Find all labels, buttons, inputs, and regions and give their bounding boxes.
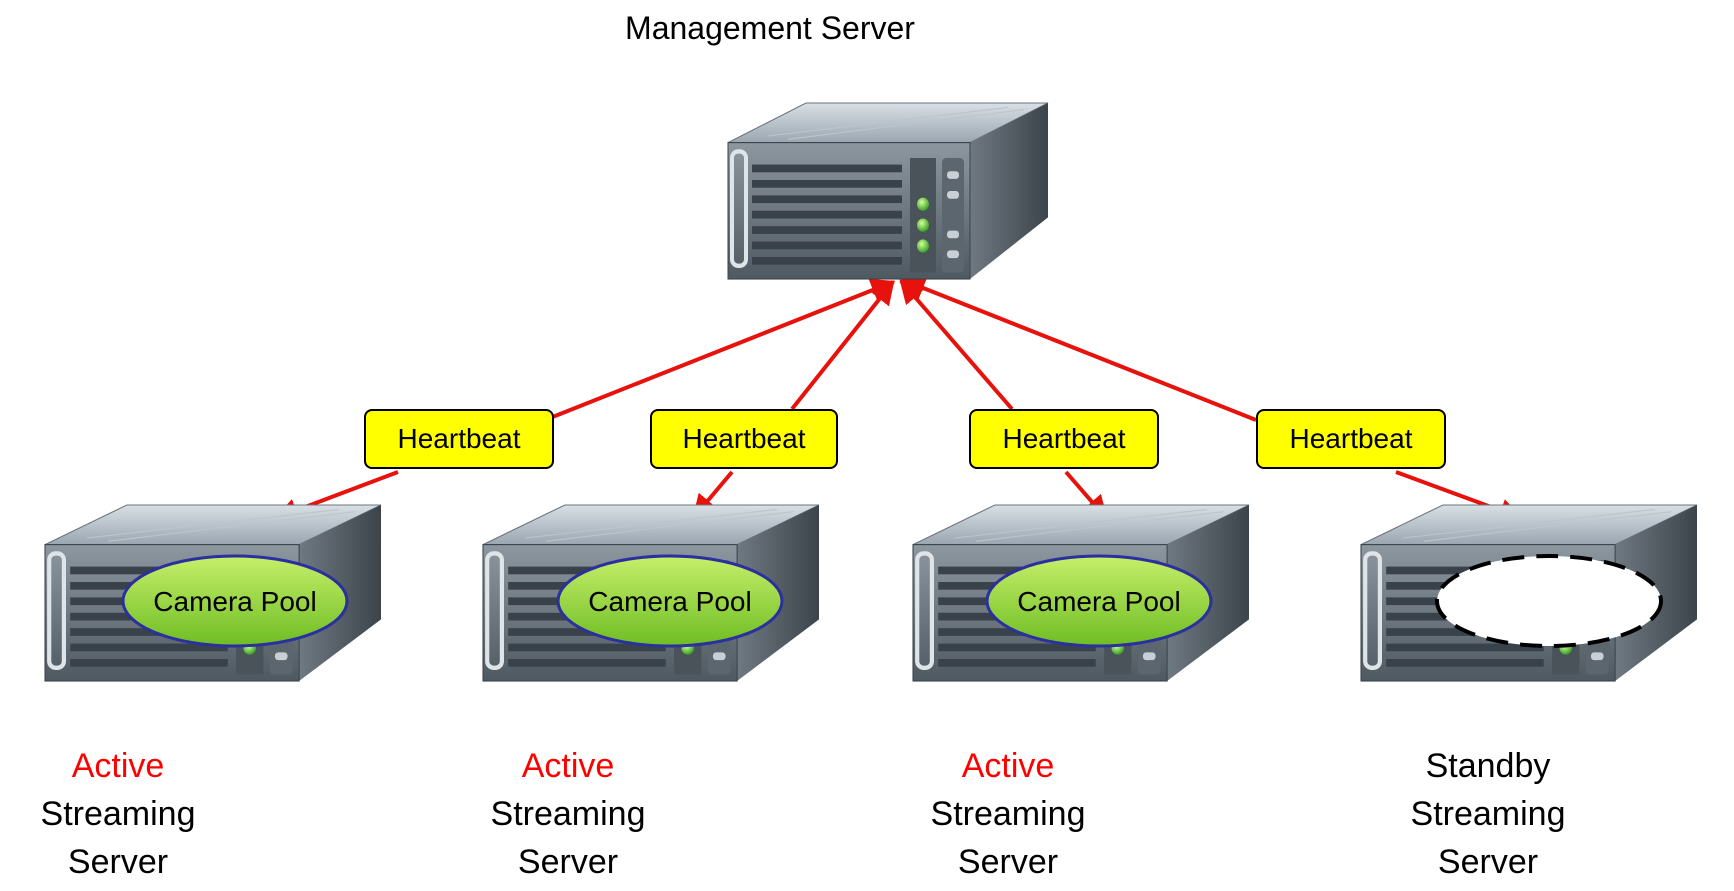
arrow-4-up xyxy=(900,276,1257,422)
server-4-status: Standby xyxy=(1425,747,1551,785)
server-1-line3: Server xyxy=(67,843,169,881)
server-4-line3: Server xyxy=(1437,843,1539,881)
camera-pool-3: Camera Pool xyxy=(985,554,1213,648)
server-1-status: Active xyxy=(71,747,165,785)
camera-pool-1-label: Camera Pool xyxy=(153,586,316,617)
server-3-line2: Streaming xyxy=(930,795,1086,833)
camera-pool-1: Camera Pool xyxy=(121,554,349,648)
streaming-server-2-caption: Active Streaming Server xyxy=(428,742,708,886)
heartbeat-label-2: Heartbeat xyxy=(650,409,838,469)
streaming-server-1-caption: Active Streaming Server xyxy=(0,742,258,886)
streaming-server-4-caption: Standby Streaming Server xyxy=(1348,742,1628,886)
management-server-title: Management Server xyxy=(625,10,915,46)
camera-pool-2-label: Camera Pool xyxy=(588,586,751,617)
server-2-status: Active xyxy=(521,747,615,785)
empty-pool-placeholder xyxy=(1435,554,1663,648)
server-4-line2: Streaming xyxy=(1410,795,1566,833)
server-3-status: Active xyxy=(961,747,1055,785)
heartbeat-arrows xyxy=(273,276,1524,522)
server-2-line2: Streaming xyxy=(490,795,646,833)
arrow-2-up xyxy=(790,280,895,411)
heartbeat-label-3: Heartbeat xyxy=(969,409,1159,469)
server-3-line3: Server xyxy=(957,843,1059,881)
arrow-3-up xyxy=(899,279,1014,411)
camera-pool-2: Camera Pool xyxy=(556,554,784,648)
management-server-icon xyxy=(728,103,1048,279)
streaming-server-3-caption: Active Streaming Server xyxy=(868,742,1148,886)
server-1-line2: Streaming xyxy=(40,795,196,833)
heartbeat-label-4: Heartbeat xyxy=(1256,409,1446,469)
arrow-1-up xyxy=(549,278,896,420)
heartbeat-label-1: Heartbeat xyxy=(364,409,554,469)
server-2-line3: Server xyxy=(517,843,619,881)
camera-pool-3-label: Camera Pool xyxy=(1017,586,1180,617)
